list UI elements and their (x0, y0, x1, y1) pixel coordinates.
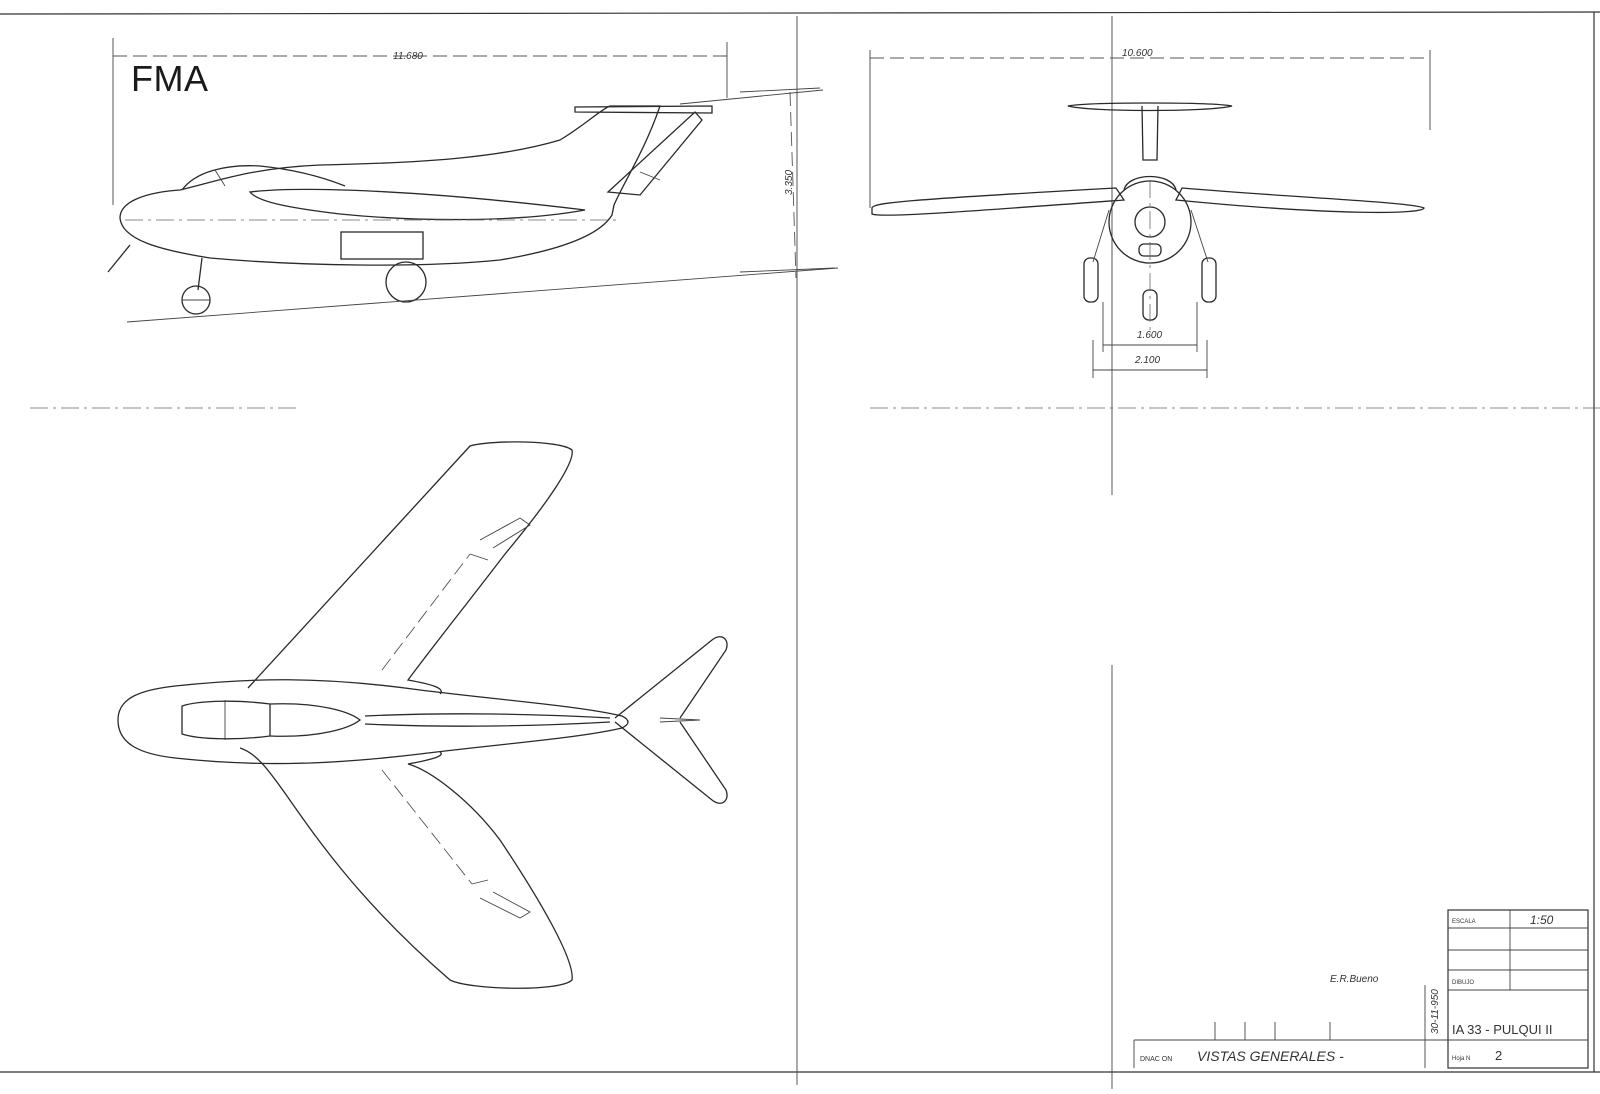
title-aircraft: IA 33 - PULQUI II (1452, 1022, 1552, 1037)
title-drawn-label: DIBUJO (1452, 980, 1474, 986)
title-date: 30-11-950 (1430, 989, 1441, 1034)
dimension-length: 11.680 (393, 51, 423, 62)
title-scale-value: 1:50 (1530, 913, 1554, 927)
title-designation: VISTAS GENERALES - (1197, 1048, 1344, 1064)
sheet-frame (0, 11, 1600, 1089)
title-signature: E.R.Bueno (1330, 974, 1379, 985)
title-sheet-number: 2 (1495, 1048, 1502, 1063)
title-scale-label: ESCALA (1452, 919, 1476, 925)
plan-view (117, 441, 728, 989)
dimension-track-inner: 1.600 (1137, 330, 1162, 341)
title-designation-label: DNAC ON (1140, 1056, 1172, 1063)
front-view (869, 50, 1431, 378)
side-view (107, 38, 839, 323)
title-sheet-label: Hoja N (1452, 1056, 1470, 1062)
brand-logo: FMA (131, 58, 209, 99)
dimension-height: 3.350 (784, 170, 795, 195)
dimension-track-outer: 2.100 (1134, 355, 1160, 366)
dimension-span: 10.600 (1122, 48, 1153, 59)
title-block (1133, 909, 1589, 1069)
